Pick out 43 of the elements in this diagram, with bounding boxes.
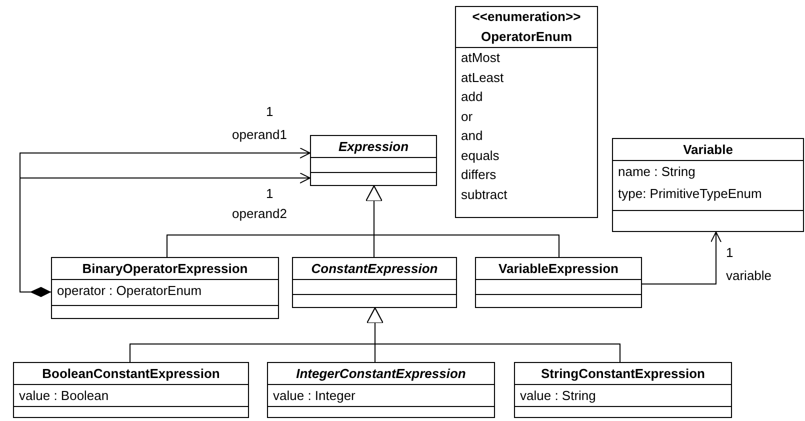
attribute-text: operator : OperatorEnum	[57, 282, 203, 300]
class-box	[514, 362, 732, 418]
attribute-text: name : String	[618, 163, 696, 181]
class-name: StringConstantExpression	[541, 364, 705, 383]
class-box	[310, 135, 437, 186]
class-box	[13, 362, 249, 418]
class-box	[292, 257, 457, 308]
class-name: BooleanConstantExpression	[42, 364, 220, 383]
attribute-text: subtract	[461, 186, 508, 204]
inheritance-arrow	[366, 308, 620, 362]
inheritance-arrow	[366, 186, 560, 258]
multiplicity-label: 1	[726, 245, 734, 261]
class-name: Variable	[683, 140, 733, 158]
attribute-text: atMost	[461, 49, 502, 67]
multiplicity-label: 1	[266, 186, 274, 202]
multiplicity-label: operand1	[232, 127, 287, 143]
multiplicity-label: operand2	[232, 206, 287, 222]
attribute-text: value : String	[520, 387, 597, 405]
class-box	[475, 257, 642, 308]
class-name: BinaryOperatorExpression	[82, 260, 248, 278]
class-name: Expression	[338, 138, 409, 156]
attribute-text: add	[461, 88, 484, 106]
multiplicity-label: 1	[266, 104, 274, 120]
class-name: ConstantExpression	[311, 260, 438, 278]
class-box	[51, 257, 279, 319]
class-name: VariableExpression	[498, 260, 618, 278]
class-box	[612, 138, 804, 232]
attribute-text: and	[461, 127, 484, 145]
class-name: IntegerConstantExpression	[296, 364, 466, 383]
class-name: OperatorEnum	[480, 28, 572, 46]
attribute-text: differs	[461, 166, 498, 184]
association-arrow	[20, 172, 310, 297]
class-box	[267, 362, 495, 418]
class-name: <<enumeration>>	[472, 8, 581, 26]
class-box	[455, 6, 598, 218]
attribute-text: value : Boolean	[19, 387, 110, 405]
attribute-text: atLeast	[461, 68, 505, 86]
multiplicity-label: variable	[726, 268, 772, 284]
attribute-text: equals	[461, 146, 500, 165]
attribute-text: type: PrimitiveTypeEnum	[618, 185, 763, 203]
association-arrow	[642, 232, 722, 284]
attribute-text: or	[461, 108, 474, 126]
attribute-text: value : Integer	[273, 387, 356, 405]
